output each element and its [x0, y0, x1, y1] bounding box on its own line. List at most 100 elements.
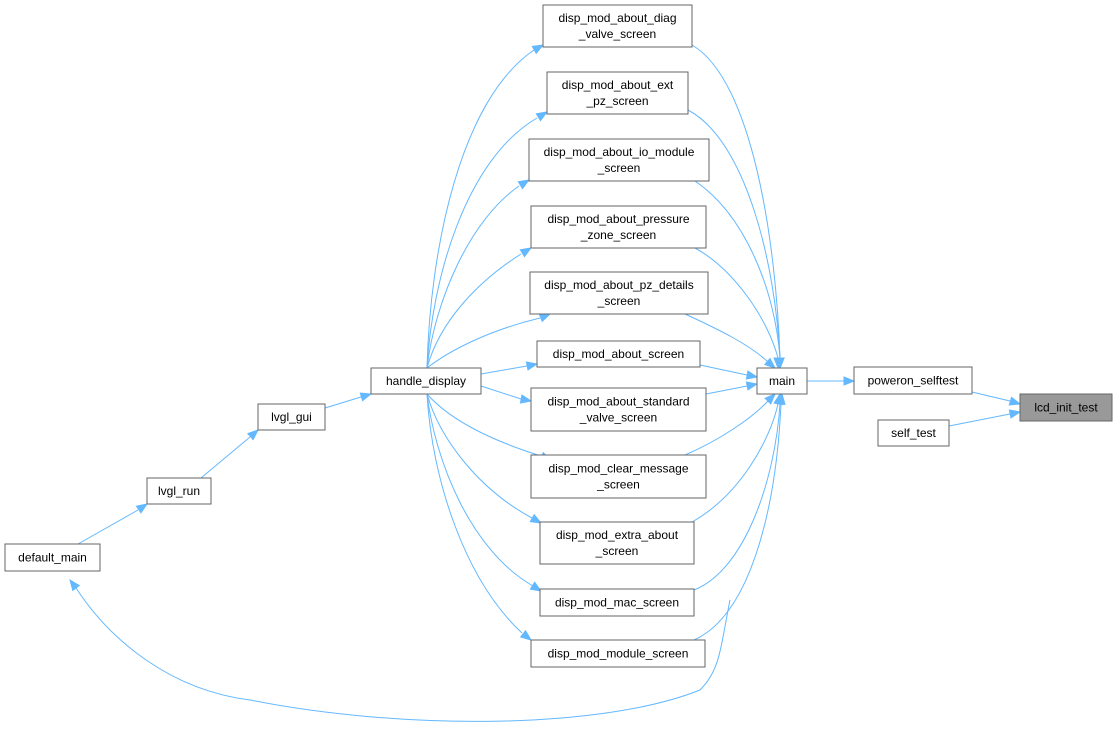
- node-label: self_test: [891, 426, 936, 440]
- node-label: disp_mod_about_pz_details: [544, 278, 693, 292]
- node-about-screen[interactable]: disp_mod_about_screen: [536, 340, 701, 368]
- node-clear-message[interactable]: disp_mod_clear_message _screen: [530, 454, 707, 499]
- node-box: [539, 588, 695, 617]
- node-default-main[interactable]: default_main: [4, 543, 101, 572]
- node-label: disp_mod_extra_about: [556, 528, 679, 542]
- arrowhead-handle_display-to-standard_valve: [519, 394, 533, 404]
- edge-self_test-to-lcd_init_test: [948, 413, 1011, 427]
- node-box: [530, 205, 707, 249]
- edge-handle_display-to-about_screen: [480, 365, 528, 375]
- edge-handle_display-to-clear_message: [426, 393, 542, 457]
- node-box: [536, 340, 701, 368]
- arrowhead-clear_message-to-main: [764, 393, 776, 405]
- edge-lvgl_run-to-lvgl_gui: [200, 436, 251, 479]
- node-label: handle_display: [386, 374, 466, 388]
- edge-handle_display-to-io_module: [426, 185, 520, 369]
- arrowhead-self_test-to-lcd_init_test: [1008, 409, 1022, 419]
- edge-mac_screen-to-main: [693, 403, 781, 591]
- arrowhead-about_screen-to-main: [745, 370, 759, 380]
- edge-handle_display-to-pressure_zone: [426, 253, 522, 369]
- arrowhead-poweron_selftest-to-lcd_init_test: [1008, 396, 1022, 406]
- edge-handle_display-to-module_screen: [426, 393, 523, 634]
- node-label: _screen: [595, 544, 639, 558]
- node-box: [257, 403, 326, 431]
- node-label: lcd_init_test: [1034, 401, 1098, 415]
- node-module-screen[interactable]: disp_mod_module_screen: [530, 639, 706, 668]
- node-lvgl-run[interactable]: lvgl_run: [146, 477, 212, 505]
- arrowhead-handle_display-to-extra_about: [529, 513, 543, 524]
- node-label: _valve_screen: [578, 27, 656, 41]
- arrowhead-main-to-poweron_selftest: [843, 376, 856, 386]
- edge-handle_display-to-extra_about: [426, 393, 533, 519]
- edge-ext_pz-to-main: [687, 109, 781, 359]
- node-label: _valve_screen: [579, 411, 657, 425]
- node-label: disp_mod_about_standard: [547, 395, 689, 409]
- edge-pressure_zone-to-main: [694, 247, 779, 359]
- node-label: disp_mod_about_screen: [553, 347, 684, 361]
- node-label: poweron_selftest: [868, 374, 959, 388]
- node-box: [1019, 393, 1113, 422]
- arrowhead-standard_valve-to-main: [745, 381, 759, 391]
- arrowhead-handle_display-to-pressure_zone: [519, 247, 533, 258]
- node-diag-valve[interactable]: disp_mod_about_diag _valve_screen: [542, 4, 693, 48]
- nodes-layer: lcd_init_test poweron_selftest self_test ma…: [4, 4, 1113, 668]
- node-box: [146, 477, 212, 505]
- edge-pz_details-to-main: [684, 313, 769, 363]
- arrowhead-pressure_zone-to-main: [773, 357, 783, 370]
- node-mac-screen[interactable]: disp_mod_mac_screen: [539, 588, 695, 617]
- edge-extra_about-to-main: [691, 403, 779, 523]
- node-self-test[interactable]: self_test: [877, 419, 950, 447]
- edge-lvgl_gui-to-handle_display: [324, 396, 362, 409]
- node-box: [546, 71, 689, 115]
- arrowhead-default_main-to-lvgl_run: [135, 503, 149, 514]
- node-label: lvgl_gui: [271, 410, 312, 424]
- node-label: _screen: [597, 294, 641, 308]
- node-main[interactable]: main: [756, 367, 808, 395]
- node-pz-details[interactable]: disp_mod_about_pz_details _screen: [529, 271, 709, 315]
- node-box: [529, 271, 709, 315]
- arrowhead-handle_display-to-ext_pz: [535, 111, 549, 122]
- arrowhead-module_screen-to-main: [776, 392, 786, 405]
- edges-layer: [69, 44, 1022, 722]
- edge-handle_display-to-pz_details: [426, 317, 541, 369]
- node-io-module[interactable]: disp_mod_about_io_module_screen: [528, 138, 710, 182]
- node-box: [528, 138, 710, 182]
- node-label: disp_mod_clear_message: [548, 462, 688, 476]
- edge-default_main-to-lvgl_run: [77, 509, 139, 545]
- arrowhead-handle_display-to-about_screen: [525, 361, 539, 371]
- edge-clear_message-to-main: [684, 400, 769, 456]
- arrowhead-handle_display-to-pz_details: [538, 313, 552, 323]
- node-poweron-selftest[interactable]: poweron_selftest: [853, 366, 973, 395]
- arrowhead-handle_display-to-mac_screen: [529, 581, 543, 592]
- node-box: [853, 366, 973, 395]
- node-box: [877, 419, 950, 447]
- node-label: _screen: [596, 478, 640, 492]
- edge-poweron_selftest-to-lcd_init_test: [971, 391, 1011, 402]
- edge-module_screen-to-main: [693, 403, 782, 641]
- node-label: default_main: [18, 551, 87, 565]
- edge-diag_valve-to-main: [691, 44, 781, 359]
- node-label: disp_mod_about_diag: [558, 11, 676, 25]
- node-standard-valve[interactable]: disp_mod_about_standard _valve_screen: [530, 387, 707, 432]
- node-ext-pz[interactable]: disp_mod_about_ext_pz_screen: [546, 71, 689, 115]
- node-label: _zone_screen: [580, 228, 656, 242]
- arrowhead-lvgl_run-to-lvgl_gui: [246, 429, 260, 441]
- node-lvgl-gui[interactable]: lvgl_gui: [257, 403, 326, 431]
- node-lcd-init-test[interactable]: lcd_init_test: [1019, 393, 1113, 422]
- node-label: _pz_screen: [585, 94, 648, 108]
- arrowhead-handle_display-to-diag_valve: [531, 44, 545, 55]
- edge-io_module-to-main: [694, 180, 781, 359]
- arrowhead-default_main-to-main: [69, 578, 81, 592]
- node-label: lvgl_run: [158, 484, 200, 498]
- node-box: [530, 639, 706, 668]
- node-handle-display[interactable]: handle_display: [370, 367, 482, 395]
- arrowhead-handle_display-to-module_screen: [519, 629, 533, 641]
- node-label: disp_mod_mac_screen: [555, 596, 679, 610]
- node-extra-about[interactable]: disp_mod_extra_about _screen: [539, 521, 695, 565]
- node-pressure-zone[interactable]: disp_mod_about_pressure_zone_screen: [530, 205, 707, 249]
- edge-default_main-to-main: [75, 587, 731, 722]
- node-box: [542, 4, 693, 48]
- edge-handle_display-to-standard_valve: [480, 385, 522, 400]
- node-label: main: [769, 374, 795, 388]
